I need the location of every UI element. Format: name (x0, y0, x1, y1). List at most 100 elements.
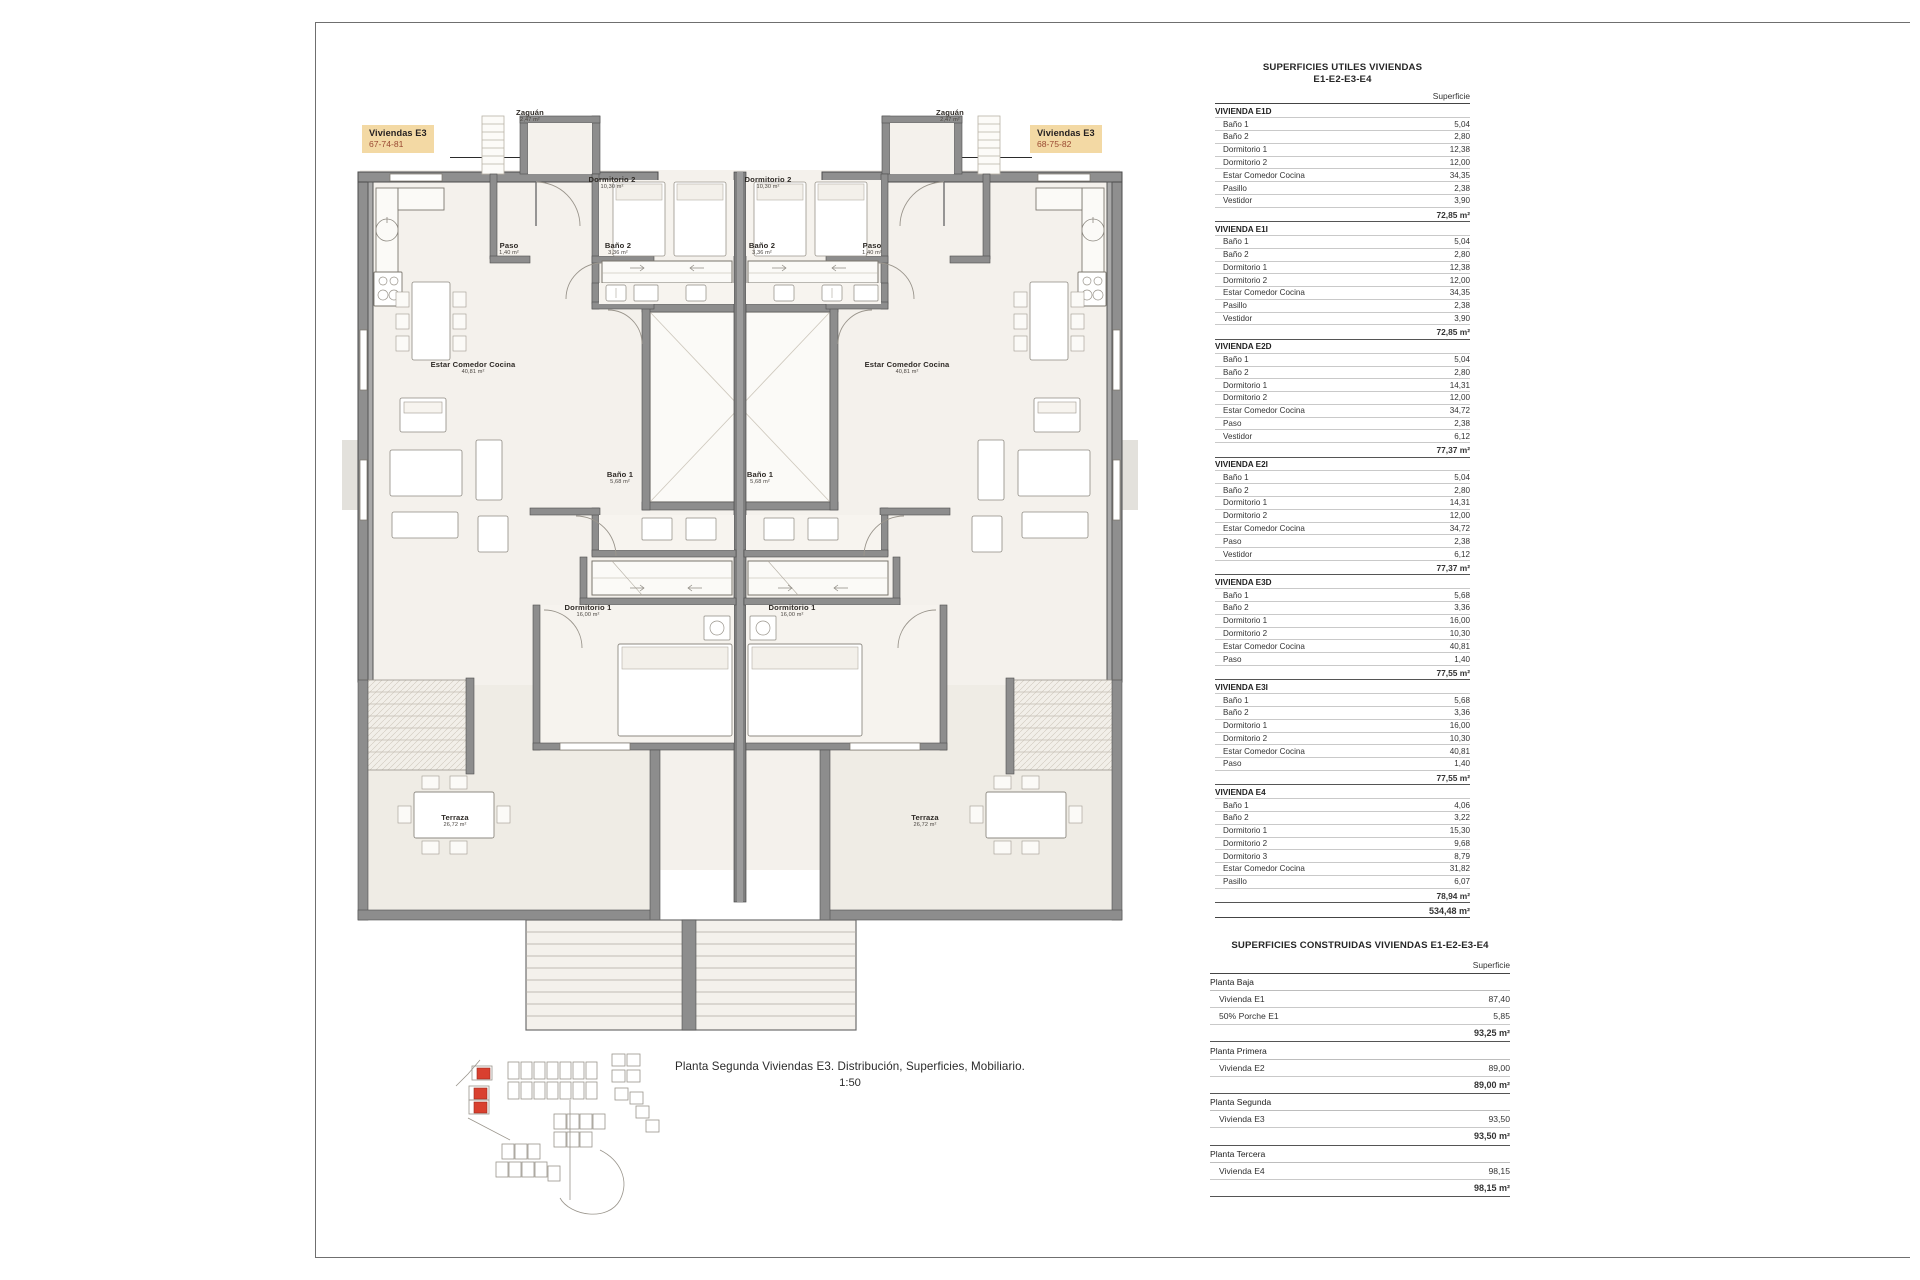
row-value: 1,40 (1395, 757, 1470, 771)
group-name: VIVIENDA E3D (1215, 574, 1470, 590)
table-group-header: VIVIENDA E2D (1215, 338, 1470, 354)
row-label: Estar Comedor Cocina (1215, 286, 1396, 300)
row-label: Baño 2 (1215, 601, 1396, 615)
group-total-value: 77,37 m² (1215, 560, 1470, 576)
row-value: 2,80 (1395, 248, 1470, 262)
table-group-header: Planta Primera (1210, 1041, 1510, 1060)
group-name: VIVIENDA E3I (1215, 679, 1470, 695)
row-value: 2,80 (1395, 366, 1470, 380)
row-value: 3,36 (1395, 601, 1470, 615)
row-value: 5,68 (1395, 693, 1470, 707)
row-label: Pasillo (1215, 299, 1396, 313)
row-label: Estar Comedor Cocina (1215, 168, 1396, 183)
row-value: 16,00 (1395, 719, 1470, 733)
site-key-map (450, 1040, 710, 1240)
row-value: 2,38 (1395, 534, 1470, 549)
badge-right-title: Viviendas E3 (1037, 128, 1095, 138)
group-name: Planta Tercera (1210, 1144, 1510, 1163)
row-label: Baño 1 (1215, 235, 1396, 249)
group-total-value: 89,00 m² (1210, 1076, 1510, 1094)
superficies-construidas-table: SUPERFICIES CONSTRUIDAS VIVIENDAS E1-E2-… (1210, 940, 1510, 1198)
badge-viviendas-right: Viviendas E3 68-75-82 (1030, 125, 1102, 153)
row-label: Baño 1 (1215, 353, 1396, 367)
row-value: 12,38 (1395, 143, 1470, 157)
group-name: VIVIENDA E2D (1215, 338, 1470, 354)
row-label: Dormitorio 2 (1215, 156, 1396, 170)
row-label: Baño 1 (1215, 798, 1396, 812)
row-label: Dormitorio 1 (1215, 496, 1396, 510)
frame-bottom-border (315, 1257, 1910, 1258)
row-label: Dormitorio 1 (1215, 261, 1396, 275)
badge-left-codes: 67-74-81 (369, 138, 404, 149)
row-value: 6,12 (1395, 547, 1470, 561)
group-name: VIVIENDA E4 (1215, 784, 1470, 800)
group-total-value: 77,55 m² (1215, 770, 1470, 786)
table-group-total: 98,15 m² (1210, 1179, 1510, 1198)
row-label: Dormitorio 1 (1215, 378, 1396, 393)
group-total-value: 98,15 m² (1210, 1179, 1510, 1198)
row-value: 2,38 (1395, 417, 1470, 431)
table-group-header: Planta Segunda (1210, 1092, 1510, 1112)
row-label: 50% Porche E1 (1210, 1007, 1405, 1026)
row-label: Vivienda E3 (1210, 1110, 1405, 1129)
row-label: Vivienda E1 (1210, 990, 1405, 1009)
caption-scale: 1:50 (839, 1077, 861, 1089)
row-value: 40,81 (1395, 639, 1470, 654)
column-header-superficie: Superficie (1395, 89, 1470, 105)
row-label: Vestidor (1215, 194, 1396, 208)
group-name: VIVIENDA E1D (1215, 103, 1470, 119)
row-label: Pasillo (1215, 875, 1396, 889)
row-label: Pasillo (1215, 181, 1396, 195)
column-header-superficie: Superficie (1404, 956, 1510, 974)
row-label: Baño 2 (1215, 483, 1396, 498)
row-label: Estar Comedor Cocina (1215, 744, 1396, 759)
row-value: 3,36 (1395, 706, 1470, 720)
row-label: Baño 1 (1215, 470, 1396, 485)
row-value: 40,81 (1395, 744, 1470, 759)
table-group-header: Planta Baja (1210, 972, 1510, 991)
row-label: Dormitorio 2 (1215, 732, 1396, 746)
row-label: Baño 2 (1215, 366, 1396, 380)
row-value: 89,00 (1404, 1059, 1510, 1077)
row-value: 93,50 (1404, 1110, 1510, 1129)
row-value: 31,82 (1395, 862, 1470, 876)
group-name: VIVIENDA E1I (1215, 221, 1470, 236)
caption-title: Planta Segunda Viviendas E3. Distribució… (675, 1060, 1025, 1073)
row-value: 10,30 (1395, 732, 1470, 746)
row-value: 3,90 (1395, 194, 1470, 208)
row-value: 15,30 (1395, 824, 1470, 838)
row-value: 3,90 (1395, 312, 1470, 326)
utiles-table-title: SUPERFICIES UTILES VIVIENDAS E1-E2-E3-E4 (1215, 62, 1470, 90)
row-value: 6,07 (1395, 875, 1470, 889)
row-label: Dormitorio 2 (1215, 627, 1396, 641)
utiles-title-line1: SUPERFICIES UTILES VIVIENDAS (1262, 62, 1423, 73)
table-group-header: VIVIENDA E2I (1215, 456, 1470, 472)
